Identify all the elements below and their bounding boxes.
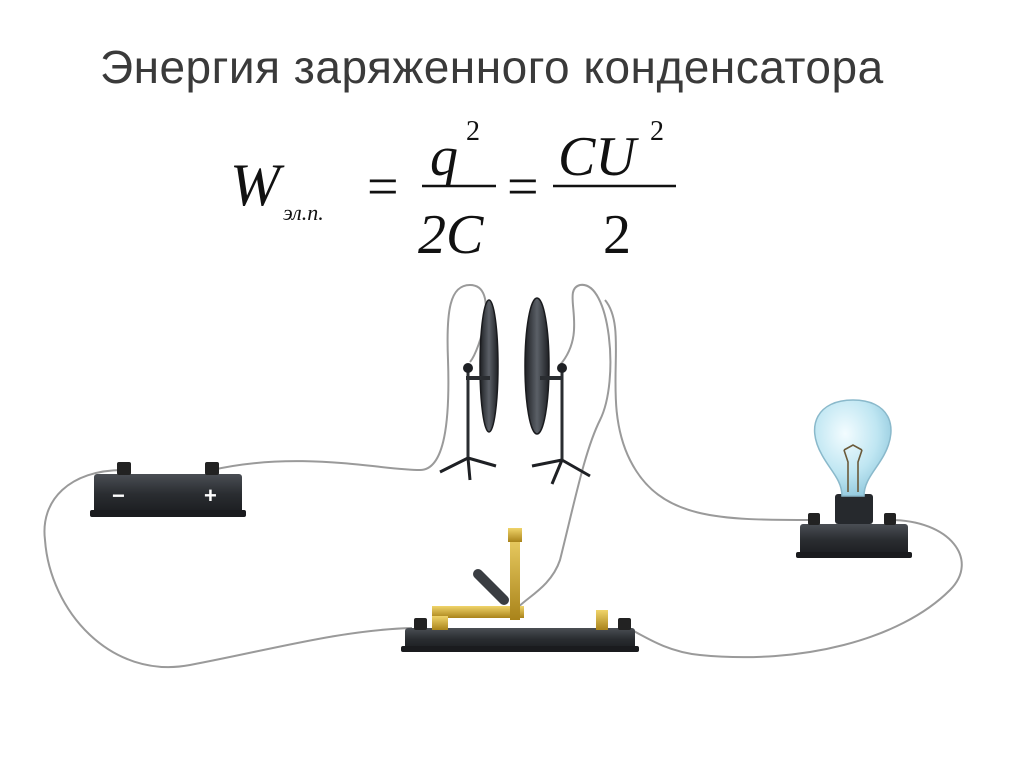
plate-disc-right (524, 297, 550, 435)
frac2-numerator-exponent: 2 (650, 116, 664, 147)
battery-body (94, 474, 242, 514)
switch-contact-jaw (596, 610, 608, 630)
capacitor-plate-right (524, 297, 591, 485)
plate-clamp-left (463, 363, 473, 373)
switch-blade (510, 528, 520, 620)
formula-w-symbol: W (230, 152, 285, 218)
battery-terminal-plus (205, 462, 219, 475)
light-bulb (796, 399, 912, 558)
battery-base (90, 510, 246, 517)
switch-base (405, 628, 635, 650)
frac2-numerator: CU (558, 126, 639, 188)
battery-minus-label: − (112, 483, 125, 508)
formula-equals-2: = (507, 156, 539, 218)
switch-terminal-left (414, 618, 427, 630)
slide-title: Энергия заряженного конденсатора (100, 41, 884, 93)
frac1-numerator: q (430, 126, 458, 188)
lamp-socket (835, 494, 873, 524)
tripod-left (439, 456, 497, 481)
battery-terminal-minus (117, 462, 131, 475)
frac1-denominator: 2C (418, 204, 484, 266)
connecting-wires (43, 283, 963, 668)
wire-to-lamp (604, 299, 813, 521)
energy-formula: W эл.п. = q 2 2C = CU 2 2 (230, 116, 676, 266)
knife-switch (401, 528, 639, 652)
formula-subscript: эл.п. (283, 200, 324, 225)
formula-equals-1: = (367, 156, 399, 218)
lamp-terminal-left (808, 513, 820, 525)
wire-lamp-to-switch (631, 519, 963, 659)
battery-plus-label: + (204, 483, 217, 508)
plate-disc-left (479, 299, 499, 433)
lamp-base (800, 524, 908, 556)
frac1-numerator-exponent: 2 (466, 116, 480, 147)
capacitor-plate-left (439, 299, 499, 481)
switch-base-foot (401, 646, 639, 652)
bulb-glass (813, 399, 892, 497)
frac2-denominator: 2 (603, 204, 631, 266)
switch-terminal-right (618, 618, 631, 630)
wire-plate-right-to-switch (514, 283, 612, 613)
bulb-filament (843, 444, 863, 492)
switch-blade-top (508, 528, 522, 542)
switch-hinge-block (432, 616, 448, 630)
tripod-right (531, 458, 591, 485)
wire-battery-to-switch (43, 469, 413, 668)
switch-hinge-bar (432, 606, 524, 618)
switch-handle (473, 569, 509, 605)
battery: − + (90, 462, 246, 517)
lamp-terminal-right (884, 513, 896, 525)
lamp-base-foot (796, 552, 912, 558)
plate-clamp-right (557, 363, 567, 373)
wire-battery-to-plate-left (211, 283, 487, 472)
